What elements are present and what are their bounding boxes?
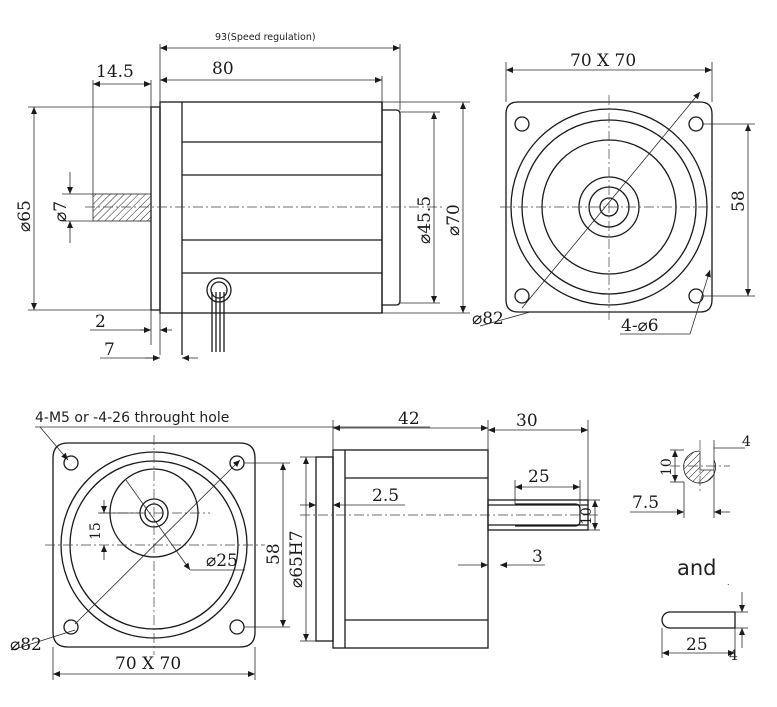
motor-shaft — [92, 193, 152, 222]
dim-shaft-length: 14.5 — [96, 62, 134, 82]
dim-rear-diameter: ⌀45.5 — [415, 196, 435, 244]
dim-gearbox-pcd: ⌀82 — [10, 635, 42, 655]
mount-hole-tl — [514, 116, 530, 132]
gearbox-side-view: 42 30 25 2.5 ⌀65H7 10 3 — [287, 409, 600, 649]
gb-hole-bl — [63, 619, 79, 635]
mount-hole-bl — [514, 288, 530, 304]
dim-key-width: 4 — [742, 434, 751, 450]
mount-hole-br — [688, 288, 704, 304]
dim-section-depth: 7.5 — [632, 493, 659, 513]
motor-body — [159, 101, 383, 314]
dim-gearbox-length: 42 — [398, 409, 420, 429]
dim-flange-diameter: ⌀65 — [15, 200, 35, 232]
dim-motor-hole-spacing: 58 — [729, 190, 749, 212]
dim-gearbox-square: 70 X 70 — [115, 654, 181, 674]
dim-gearbox-shaft-dia: 10 — [579, 507, 595, 525]
dim-motor-pcd: ⌀82 — [472, 309, 504, 329]
dim-gearbox-spigot: ⌀65H7 — [287, 530, 307, 588]
motor-rear-cap — [382, 109, 401, 306]
dim-motor-holes: 4-⌀6 — [621, 316, 659, 336]
motor-front-view: ⌀82 70 X 70 58 4-⌀6 — [472, 51, 755, 336]
key-detail: 4 25 — [661, 592, 748, 664]
gearbox-front-view: 4-M5 or -4-26 throught hole ⌀82 ⌀25 15 5… — [10, 410, 430, 680]
and-label: and — [677, 556, 717, 580]
dim-section-dia: 10 — [659, 458, 675, 476]
motor-flange — [150, 106, 161, 311]
svg-text:.: . — [727, 578, 730, 587]
dim-body-diameter: ⌀70 — [444, 204, 464, 236]
cable-gland — [206, 277, 232, 303]
dim-flange-thickness: 2 — [95, 312, 106, 332]
gearbox-output-shaft — [487, 499, 589, 531]
gearbox-square-flange — [52, 442, 256, 648]
dim-keydetail-height: 4 — [729, 648, 738, 664]
dim-motor-square: 70 X 70 — [570, 51, 636, 71]
mount-hole-tr — [688, 116, 704, 132]
gb-hole-tl — [63, 455, 79, 471]
gearbox-body — [332, 449, 489, 649]
shaft-cross-section: 4 10 7.5 — [630, 434, 751, 518]
dim-gearbox-offset: 15 — [88, 522, 104, 540]
dim-key-length: 25 — [528, 467, 550, 487]
motor-square-flange — [505, 101, 713, 313]
dim-gearbox-hole-spacing: 58 — [264, 543, 284, 565]
gb-hole-br — [229, 619, 245, 635]
dim-gearbox-shoulder: 3 — [532, 547, 543, 567]
dim-body-length: 80 — [212, 59, 234, 79]
dim-gearbox-bore: ⌀25 — [206, 551, 238, 571]
mount-hole-note: 4-M5 or -4-26 throught hole — [35, 410, 229, 426]
dim-pilot: 7 — [104, 340, 115, 360]
motor-side-view: 14.5 80 ⌀65 ⌀7 ⌀45.5 ⌀70 2 — [15, 44, 470, 361]
dim-gearbox-shaft-length: 30 — [516, 411, 538, 431]
key-shape — [661, 611, 736, 629]
dim-gearbox-flange: 2.5 — [372, 486, 399, 506]
dim-shaft-diameter: ⌀7 — [51, 201, 71, 222]
gearbox-spigot — [315, 456, 334, 642]
shaft-key — [515, 503, 581, 527]
shaft-section-shape — [683, 450, 716, 484]
dim-keydetail-length: 25 — [686, 635, 708, 655]
speed-regulation-note: 93(Speed regulation) — [215, 32, 316, 43]
